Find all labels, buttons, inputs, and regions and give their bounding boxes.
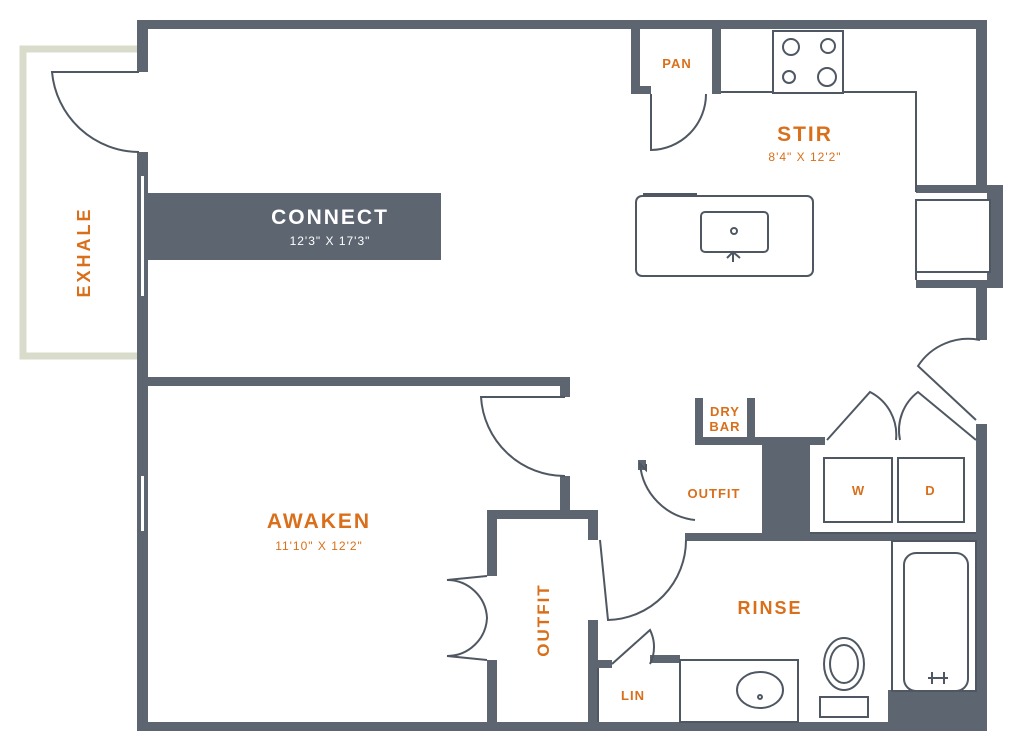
exterior-walls (137, 20, 1003, 731)
stir-label: STIR (777, 123, 833, 146)
outfit-bedroom-label: OUTFIT (534, 583, 553, 656)
stir-dims: 8'4" X 12'2" (768, 150, 841, 164)
dry-bar-label-1: DRY (710, 404, 740, 419)
washer-label: W (852, 483, 865, 498)
bathtub (891, 540, 977, 692)
exhale-label: EXHALE (74, 206, 94, 297)
connect-label: CONNECT (271, 206, 389, 229)
lin-label: LIN (621, 688, 645, 703)
awaken-label: AWAKEN (267, 510, 371, 533)
pan-label: PAN (662, 56, 691, 71)
door-swings (50, 71, 981, 665)
kitchen-island (635, 193, 814, 277)
toilet (819, 637, 869, 718)
dryer-label: D (925, 483, 934, 498)
dryer (897, 457, 965, 523)
awaken-dims: 11'10" X 12'2" (275, 539, 363, 553)
connect-banner (147, 193, 441, 260)
washer (823, 457, 893, 523)
balcony-outline (19, 45, 137, 360)
rinse-label: RINSE (737, 598, 802, 618)
outfit-hall-label: OUTFIT (688, 486, 741, 501)
connect-dims: 12'3" X 17'3" (290, 234, 371, 248)
interior-walls (137, 20, 987, 730)
vanity (679, 659, 799, 723)
cooktop-icon (772, 30, 844, 94)
fridge (915, 199, 991, 273)
dry-bar-label-2: BAR (709, 419, 740, 434)
